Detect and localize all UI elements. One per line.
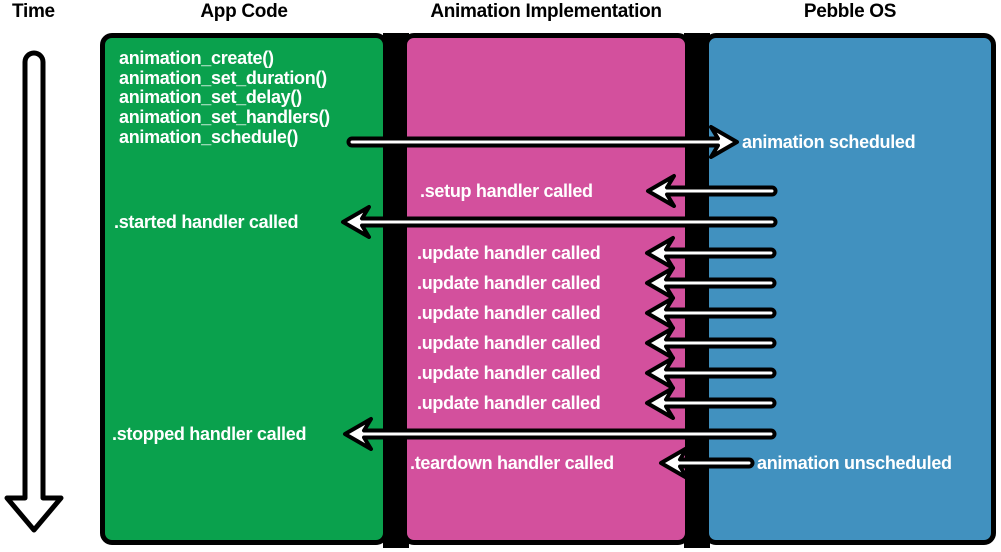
- event-label-scheduled: animation scheduled: [742, 132, 916, 152]
- event-label-unscheduled: animation unscheduled: [757, 453, 952, 473]
- event-label-update: .update handler called: [417, 303, 601, 323]
- time-axis-arrow: [4, 50, 64, 533]
- event-label-update: .update handler called: [417, 393, 601, 413]
- column-header-app-code: App Code: [200, 1, 288, 22]
- api-call: animation_set_duration(): [119, 68, 327, 88]
- api-call: animation_schedule(): [119, 127, 299, 147]
- event-label-update: .update handler called: [417, 243, 601, 263]
- event-label-teardown: .teardown handler called: [410, 453, 614, 473]
- api-call: animation_set_delay(): [119, 87, 302, 107]
- time-axis-label: Time: [12, 1, 55, 22]
- api-call: animation_create(): [119, 48, 274, 68]
- api-call: animation_set_handlers(): [119, 107, 330, 127]
- event-label-update: .update handler called: [417, 273, 601, 293]
- lane-app-code: [100, 33, 388, 545]
- column-header-pebble-os: Pebble OS: [803, 1, 897, 22]
- event-label-update: .update handler called: [417, 363, 601, 383]
- event-label-stopped: .stopped handler called: [112, 424, 307, 444]
- event-label-started: .started handler called: [114, 212, 299, 232]
- column-header-animation-implementation: Animation Implementation: [430, 1, 662, 22]
- event-label-update: .update handler called: [417, 333, 601, 353]
- event-label-setup: .setup handler called: [420, 181, 593, 201]
